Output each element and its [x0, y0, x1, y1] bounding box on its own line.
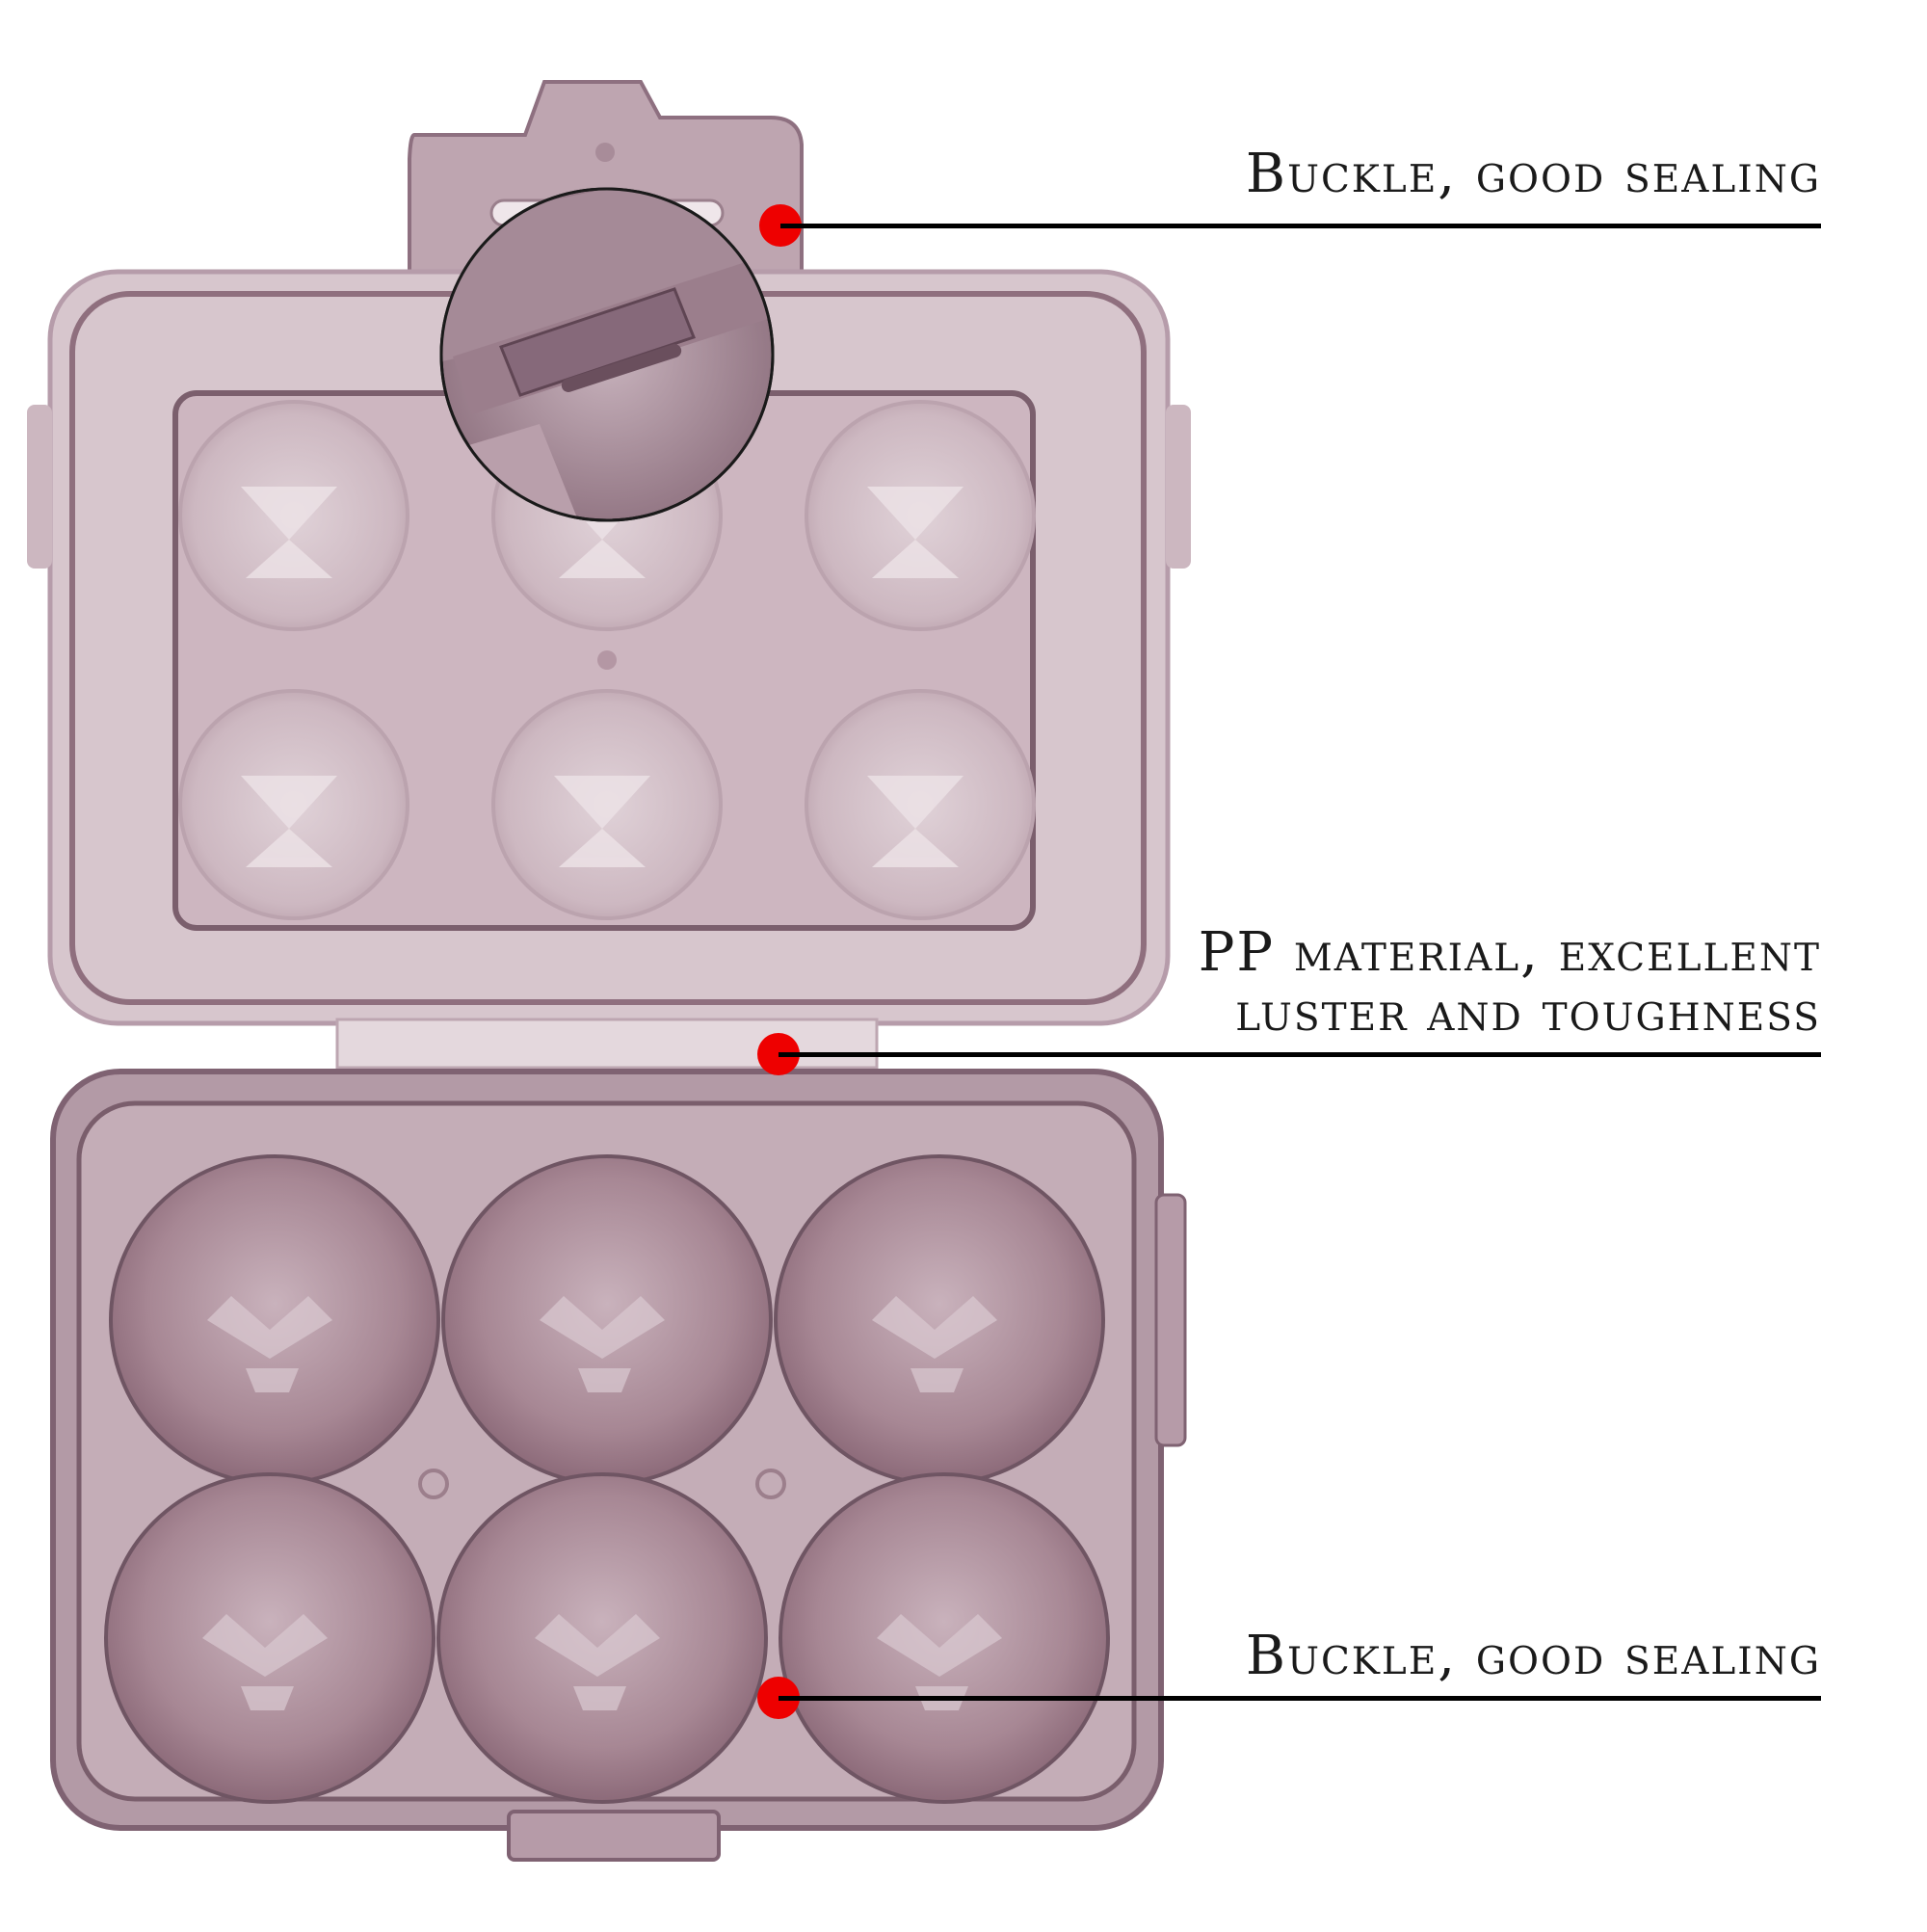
- callout-label-buckle-top: Buckle, good sealing: [1245, 143, 1821, 205]
- base-buckle: [507, 1810, 721, 1862]
- callout-line-bottom: [779, 1696, 1821, 1701]
- base-cups: [104, 1154, 1110, 1804]
- callout-line-mid: [779, 1052, 1821, 1057]
- callout-label-material-line-2: luster and toughness: [1235, 981, 1821, 1044]
- callout-line-top: [780, 224, 1821, 228]
- base: [50, 1069, 1187, 1862]
- callout-label-material: PP material, excellent luster and toughn…: [1199, 923, 1821, 1043]
- callout-label-material-line-1: PP material, excellent: [1198, 921, 1821, 984]
- callout-label-buckle-bottom: Buckle, good sealing: [1245, 1625, 1821, 1687]
